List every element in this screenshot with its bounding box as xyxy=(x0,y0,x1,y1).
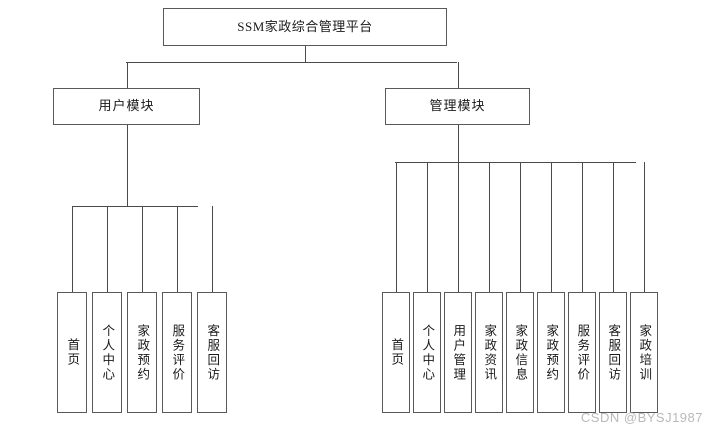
leaf-drop-line-user-module-1 xyxy=(107,206,108,292)
module-node-label-user-module: 用户模块 xyxy=(98,98,155,114)
leaf-node-admin-module-0[interactable]: 首页 xyxy=(382,292,410,413)
leaf-drop-line-admin-module-0 xyxy=(396,162,397,292)
leaf-drop-line-admin-module-1 xyxy=(427,162,428,292)
leaf-node-label-user-module-4: 客服回访 xyxy=(205,323,220,382)
leaf-node-admin-module-3[interactable]: 家政资讯 xyxy=(475,292,503,413)
leaf-node-label-user-module-3: 服务评价 xyxy=(170,323,185,382)
leaf-drop-line-admin-module-3 xyxy=(489,162,490,292)
leaf-drop-line-admin-module-2 xyxy=(458,162,459,292)
leaf-node-user-module-4[interactable]: 客服回访 xyxy=(197,292,227,413)
root-node[interactable]: SSM家政综合管理平台 xyxy=(163,8,447,46)
leaf-bus-line-user-module xyxy=(72,206,198,207)
module-node-label-admin-module: 管理模块 xyxy=(429,98,486,114)
leaf-node-admin-module-4[interactable]: 家政信息 xyxy=(506,292,534,413)
leaf-bus-line-admin-module xyxy=(395,162,636,163)
leaf-node-user-module-1[interactable]: 个人中心 xyxy=(92,292,122,413)
leaf-node-label-admin-module-3: 家政资讯 xyxy=(482,323,497,382)
top-bus-line xyxy=(126,62,457,63)
module-node-user-module[interactable]: 用户模块 xyxy=(53,88,200,125)
leaf-node-admin-module-8[interactable]: 家政培训 xyxy=(630,292,658,413)
leaf-node-admin-module-5[interactable]: 家政预约 xyxy=(537,292,565,413)
leaf-node-label-admin-module-1: 个人中心 xyxy=(420,323,435,382)
watermark-label: CSDN @BYSJ1987 xyxy=(580,410,703,425)
leaf-node-label-user-module-1: 个人中心 xyxy=(100,323,115,382)
leaf-drop-line-user-module-4 xyxy=(212,206,213,292)
leaf-node-label-admin-module-7: 客服回访 xyxy=(606,323,621,382)
leaf-node-user-module-0[interactable]: 首页 xyxy=(57,292,87,413)
leaf-node-label-admin-module-2: 用户管理 xyxy=(451,323,466,382)
leaf-node-admin-module-1[interactable]: 个人中心 xyxy=(413,292,441,413)
module-drop-line-admin-module xyxy=(458,125,459,162)
leaf-node-label-user-module-0: 首页 xyxy=(65,338,80,367)
leaf-drop-line-user-module-2 xyxy=(142,206,143,292)
leaf-drop-line-admin-module-4 xyxy=(520,162,521,292)
module-node-admin-module[interactable]: 管理模块 xyxy=(385,88,530,125)
root-stem-line xyxy=(305,46,306,62)
leaf-drop-line-admin-module-7 xyxy=(613,162,614,292)
leaf-drop-line-admin-module-5 xyxy=(551,162,552,292)
leaf-node-label-admin-module-6: 服务评价 xyxy=(575,323,590,382)
leaf-node-admin-module-2[interactable]: 用户管理 xyxy=(444,292,472,413)
branch-stem-line-user-module xyxy=(127,62,128,88)
module-drop-line-user-module xyxy=(127,125,128,206)
leaf-drop-line-admin-module-6 xyxy=(582,162,583,292)
leaf-node-admin-module-7[interactable]: 客服回访 xyxy=(599,292,627,413)
leaf-node-user-module-3[interactable]: 服务评价 xyxy=(162,292,192,413)
branch-stem-line-admin-module xyxy=(458,62,459,88)
leaf-node-label-admin-module-8: 家政培训 xyxy=(637,323,652,382)
leaf-node-admin-module-6[interactable]: 服务评价 xyxy=(568,292,596,413)
leaf-node-label-admin-module-4: 家政信息 xyxy=(513,323,528,382)
leaf-drop-line-user-module-0 xyxy=(72,206,73,292)
leaf-drop-line-user-module-3 xyxy=(177,206,178,292)
root-node-label: SSM家政综合管理平台 xyxy=(237,18,373,34)
leaf-node-label-admin-module-5: 家政预约 xyxy=(544,323,559,382)
leaf-drop-line-admin-module-8 xyxy=(644,162,645,292)
leaf-node-label-admin-module-0: 首页 xyxy=(389,338,404,367)
leaf-node-label-user-module-2: 家政预约 xyxy=(135,323,150,382)
leaf-node-user-module-2[interactable]: 家政预约 xyxy=(127,292,157,413)
